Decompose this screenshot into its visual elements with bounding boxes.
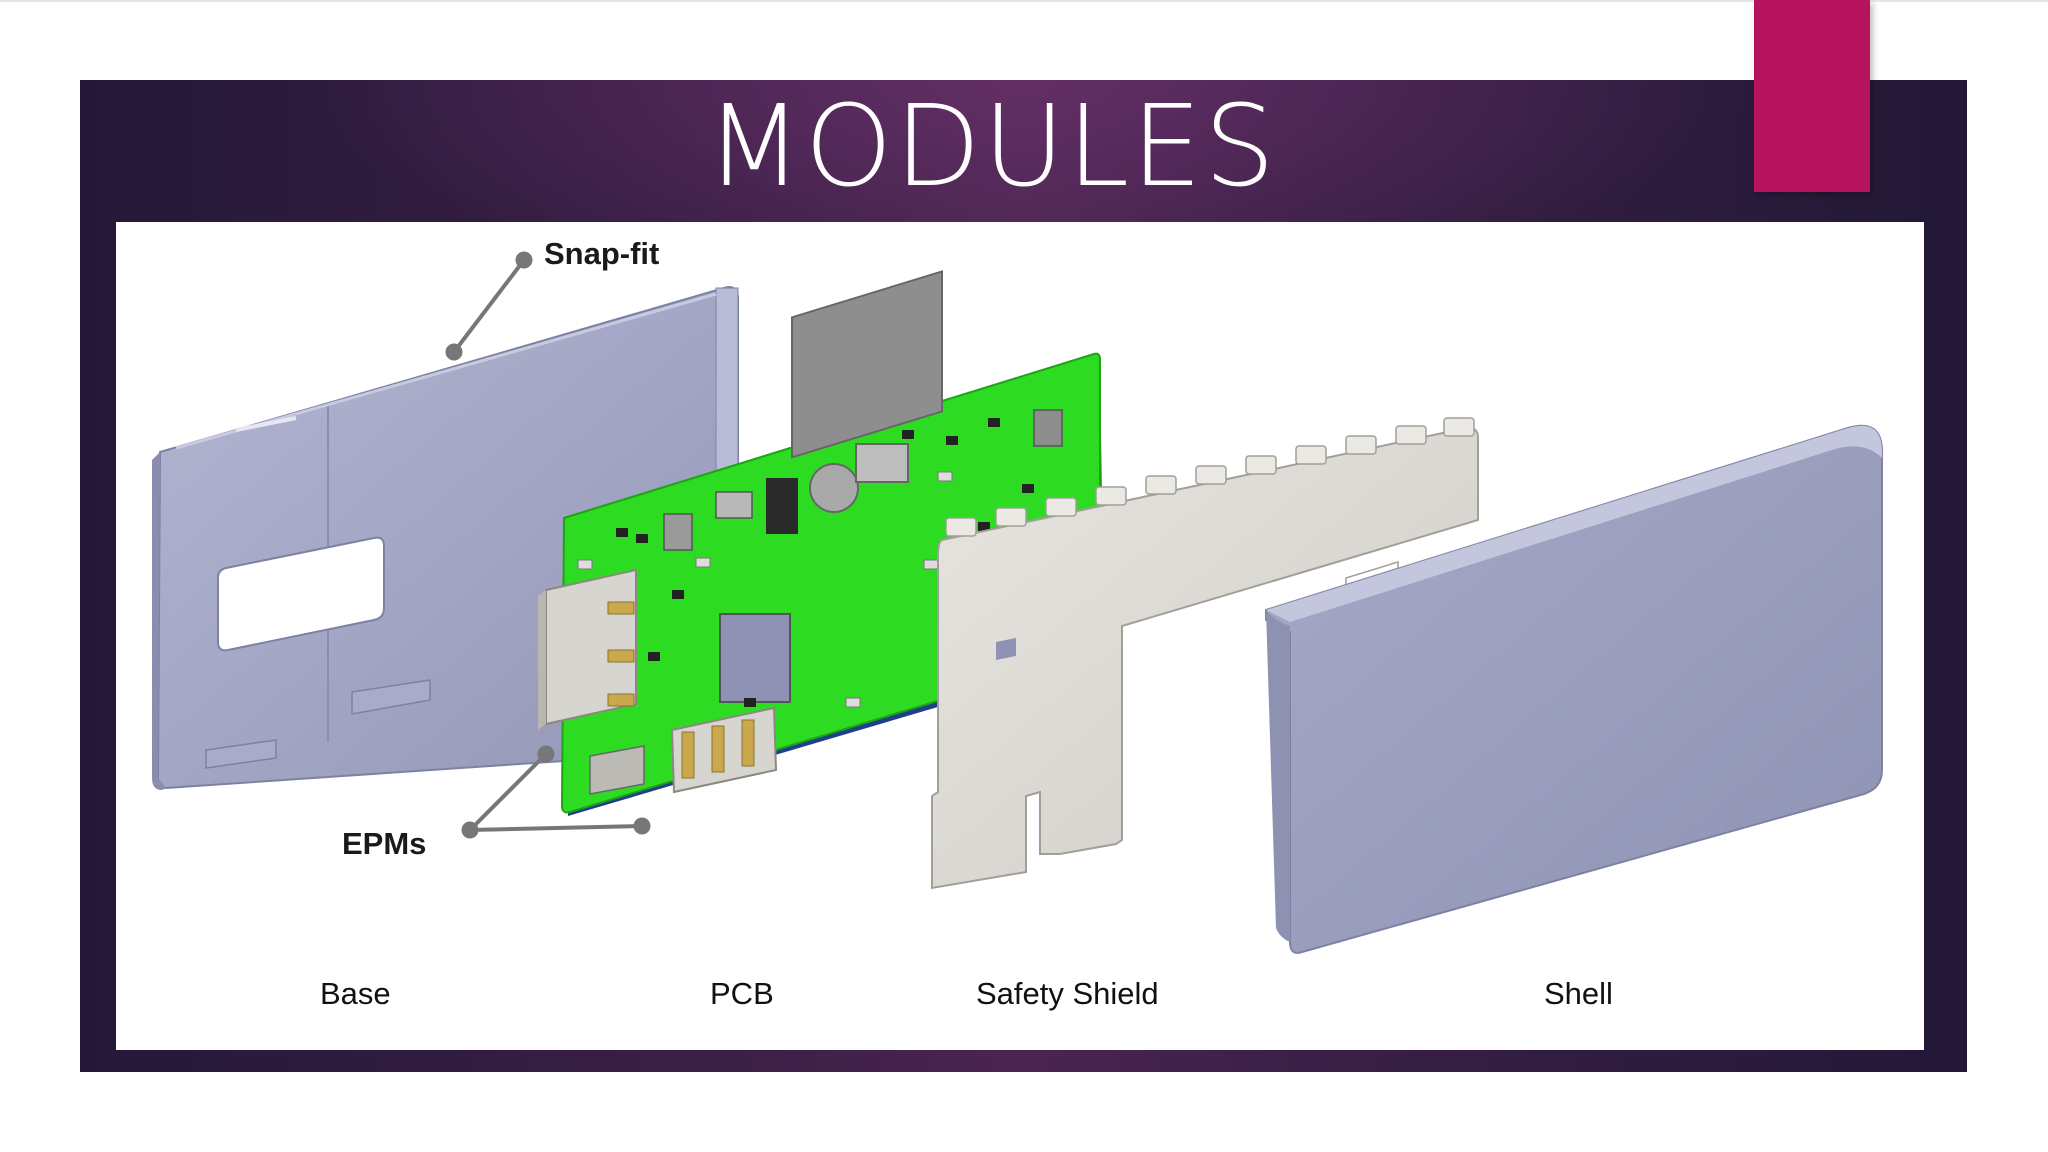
safety-shield-label: Safety Shield: [976, 976, 1159, 1011]
top-rule: [0, 0, 2048, 2]
accent-bar: [1754, 0, 1870, 192]
snap-fit-label: Snap-fit: [544, 236, 660, 271]
safety-shield-module: [931, 417, 1479, 890]
pcb-label: PCB: [710, 976, 774, 1011]
shell-module: [1265, 424, 1883, 954]
pcb-module: [538, 270, 1104, 816]
shell-label: Shell: [1544, 976, 1613, 1011]
epms-leader: [461, 745, 651, 839]
exploded-view-diagram: [152, 251, 1883, 954]
base-label: Base: [320, 976, 391, 1011]
snap-fit-leader: [445, 251, 533, 361]
slide-title: MODULES: [705, 82, 1278, 212]
figure-panel: Snap-fit EPMs Base PCB Safety Shield She…: [116, 222, 1924, 1050]
epms-label: EPMs: [342, 826, 427, 861]
